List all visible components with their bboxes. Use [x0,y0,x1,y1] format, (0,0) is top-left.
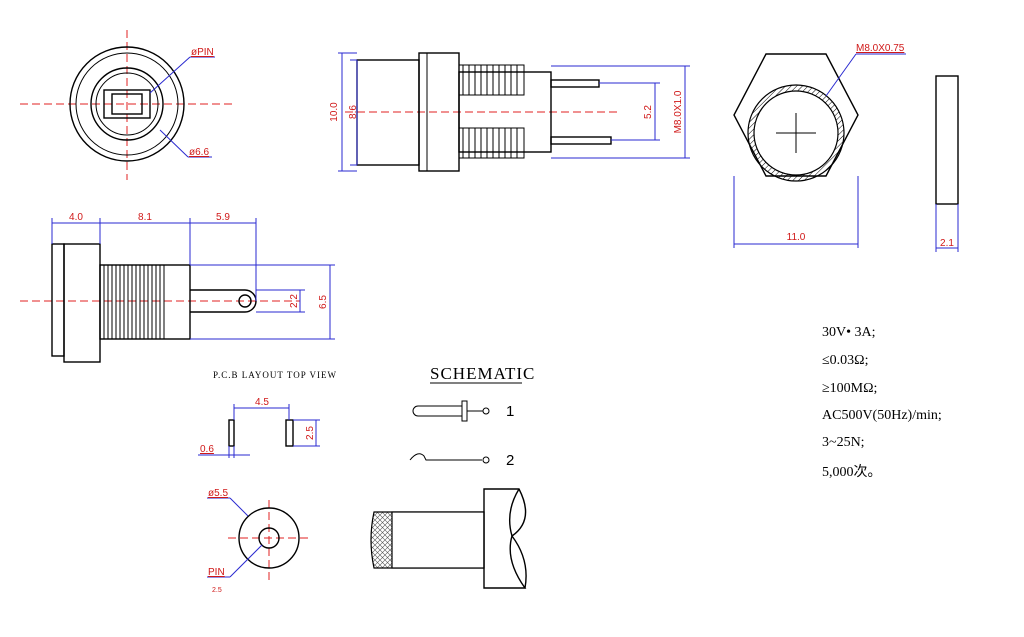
pcb-pad-2 [285,419,294,447]
dim-2-2: 2.2 [289,294,300,308]
pcb-pin-label: PIN [208,567,225,578]
dim-4-0: 4.0 [69,212,83,223]
dim-8-1: 8.1 [138,212,152,223]
front-view: øPIN ø6.6 [20,30,232,180]
side-body [458,71,552,153]
pcb-pin-value: 2.5 [212,587,222,594]
spec-insulation-resistance: ≥100MΩ; [822,381,878,396]
length-flange [51,243,65,357]
nut-thread-label: M8.0X0.75 [856,43,905,54]
nut-side-profile [935,75,959,205]
schematic-title: SCHEMATIC [430,364,535,383]
front-ring-circle [75,52,179,156]
dim-5-2: 5.2 [643,105,654,119]
schematic-spring-symbol [409,453,482,461]
pcb-layout-title: P.C.B LAYOUT TOP VIEW [213,370,337,380]
length-view: 4.0 8.1 5.9 2.2 6.5 [20,212,335,363]
schematic: SCHEMATIC 1 2 [409,364,535,469]
spec-life: 5,000次。 [822,465,882,480]
schematic-terminal-2: 2 [506,452,514,469]
nut-hexagon [733,53,859,177]
length-pin-tab [190,289,257,313]
pcb-pad-1 [228,419,235,447]
pcb-dim-2-5: 2.5 [305,426,316,440]
pcb-dim-0-6: 0.6 [200,444,214,455]
front-inner-circle [90,67,164,141]
dim-6-5: 6.5 [318,295,329,309]
schematic-pin-symbol [412,405,463,417]
dim-m8x1: M8.0X1.0 [673,90,684,133]
spec-force: 3~25N; [822,435,865,450]
length-body [99,264,191,340]
dim-8-6: 8.6 [348,105,359,119]
front-pin-slot [103,89,151,119]
dia-6-6-label: ø6.6 [189,147,209,158]
length-collar [63,243,101,363]
front-outer-circle [69,46,185,162]
spec-contact-resistance: ≤0.03Ω; [822,353,869,368]
side-thread-lower [458,127,525,159]
side-thread-upper [458,64,525,96]
pcb-dim-4-5: 4.5 [255,397,269,408]
dim-5-9: 5.9 [216,212,230,223]
pcb-dia-5-5: ø5.5 [208,488,228,499]
plug-body [483,488,527,589]
nut-view: M8.0X0.75 11.0 2.1 [733,43,959,252]
pcb-hole-outer [238,507,300,569]
side-pin-2 [550,136,612,145]
pin-dia-leader [149,56,191,94]
side-pin-1 [550,79,600,88]
pcb-layout: P.C.B LAYOUT TOP VIEW 4.5 2.5 0.6 ø5.5 P… [198,370,337,594]
plug-section [370,488,527,589]
spec-rating: 30V• 3A; [822,325,876,340]
spec-dielectric: AC500V(50Hz)/min; [822,408,942,423]
length-pin-hole [238,294,252,308]
pcb-hole-pin [258,527,280,549]
schematic-terminal-1: 1 [506,403,514,420]
front-pin-body [111,93,143,115]
front-inner-ring [95,72,159,136]
pin-dia-label: øPIN [191,47,214,58]
dia-6-6-leader [159,129,189,158]
dim-10-0: 10.0 [329,102,340,122]
nut-thick-label: 2.1 [940,238,954,249]
nut-width-label: 11.0 [787,232,806,243]
side-view: 10.0 8.6 5.2 M8.0X1.0 [329,52,690,172]
